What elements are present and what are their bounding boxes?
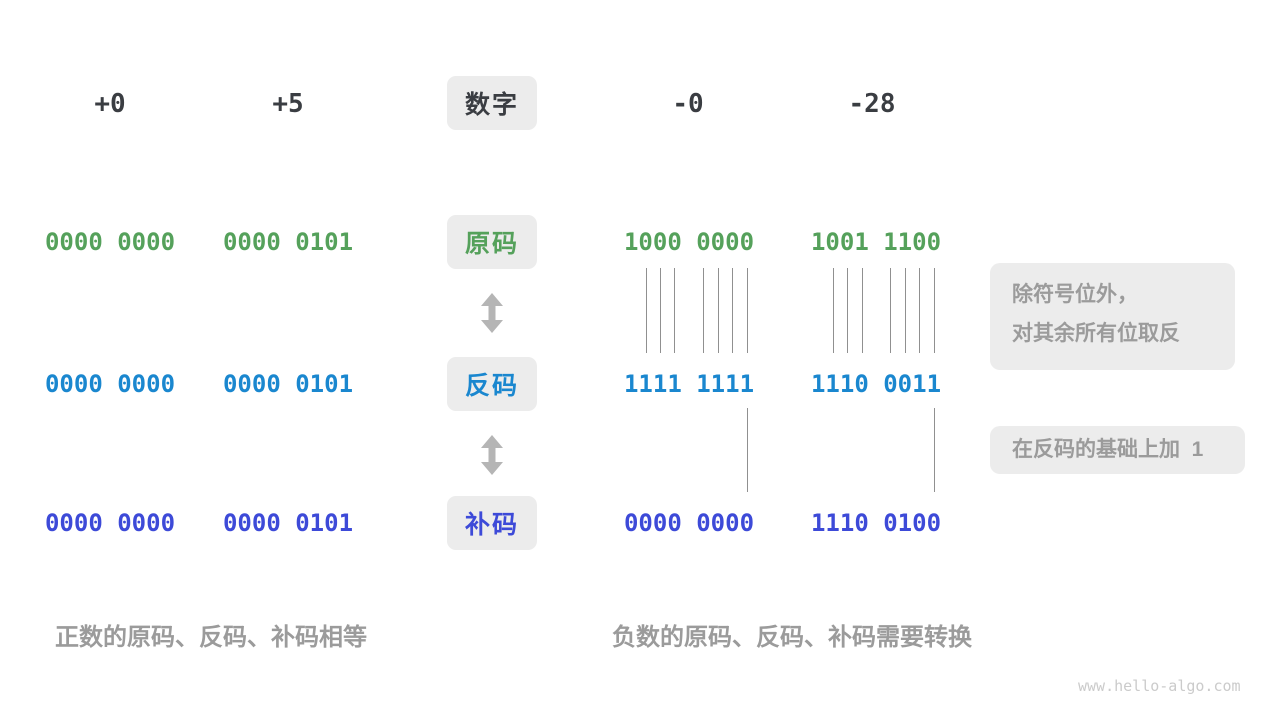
bit-mapping-line <box>934 268 935 353</box>
header-value-plus-five: +5 <box>272 89 304 119</box>
annotation-add-one-text: 在反码的基础上加 1 <box>1012 438 1204 461</box>
double-arrow-icon <box>481 293 503 338</box>
bit-mapping-line <box>718 268 719 353</box>
ones-complement-plus-five: 0000 0101 <box>222 370 354 398</box>
annotation-invert-bits: 除符号位外， 对其余所有位取反 <box>990 263 1235 370</box>
header-badge-number: 数字 <box>446 76 538 130</box>
bit-mapping-line <box>646 268 647 353</box>
bit-mapping-line <box>833 268 834 353</box>
annotation-invert-line2: 对其余所有位取反 <box>1012 322 1180 345</box>
ones-complement-badge: 反码 <box>446 357 538 411</box>
add-one-line <box>747 408 748 492</box>
twos-complement-plus-zero: 0000 0000 <box>44 509 176 537</box>
bit-mapping-line <box>674 268 675 353</box>
ones-complement-plus-zero: 0000 0000 <box>44 370 176 398</box>
twos-complement-minus-zero: 0000 0000 <box>623 509 755 537</box>
twos-complement-minus-28: 1110 0100 <box>810 509 942 537</box>
bit-mapping-line <box>703 268 704 353</box>
header-value-minus-28: -28 <box>848 89 896 119</box>
sign-magnitude-plus-five: 0000 0101 <box>222 228 354 256</box>
bit-mapping-line <box>919 268 920 353</box>
twos-complement-badge: 补码 <box>446 496 538 550</box>
bit-mapping-line <box>847 268 848 353</box>
bit-mapping-line <box>660 268 661 353</box>
ones-complement-minus-28: 1110 0011 <box>810 370 942 398</box>
bit-mapping-line <box>747 268 748 353</box>
caption-positive-numbers: 正数的原码、反码、补码相等 <box>55 624 367 651</box>
header-value-plus-zero: +0 <box>94 89 126 119</box>
sign-magnitude-minus-28: 1001 1100 <box>810 228 942 256</box>
add-one-line <box>934 408 935 492</box>
header-value-minus-zero: -0 <box>672 89 704 119</box>
sign-magnitude-minus-zero: 1000 0000 <box>623 228 755 256</box>
ones-complement-minus-zero: 1111 1111 <box>623 370 755 398</box>
annotation-add-one: 在反码的基础上加 1 <box>990 426 1245 474</box>
annotation-invert-line1: 除符号位外， <box>1012 283 1138 306</box>
sign-magnitude-badge: 原码 <box>446 215 538 269</box>
bit-mapping-line <box>905 268 906 353</box>
bit-mapping-line <box>862 268 863 353</box>
twos-complement-plus-five: 0000 0101 <box>222 509 354 537</box>
sign-magnitude-plus-zero: 0000 0000 <box>44 228 176 256</box>
watermark-url: www.hello-algo.com <box>1078 677 1241 695</box>
caption-negative-numbers: 负数的原码、反码、补码需要转换 <box>612 624 972 651</box>
double-arrow-icon <box>481 435 503 480</box>
bit-mapping-line <box>732 268 733 353</box>
bit-mapping-line <box>890 268 891 353</box>
